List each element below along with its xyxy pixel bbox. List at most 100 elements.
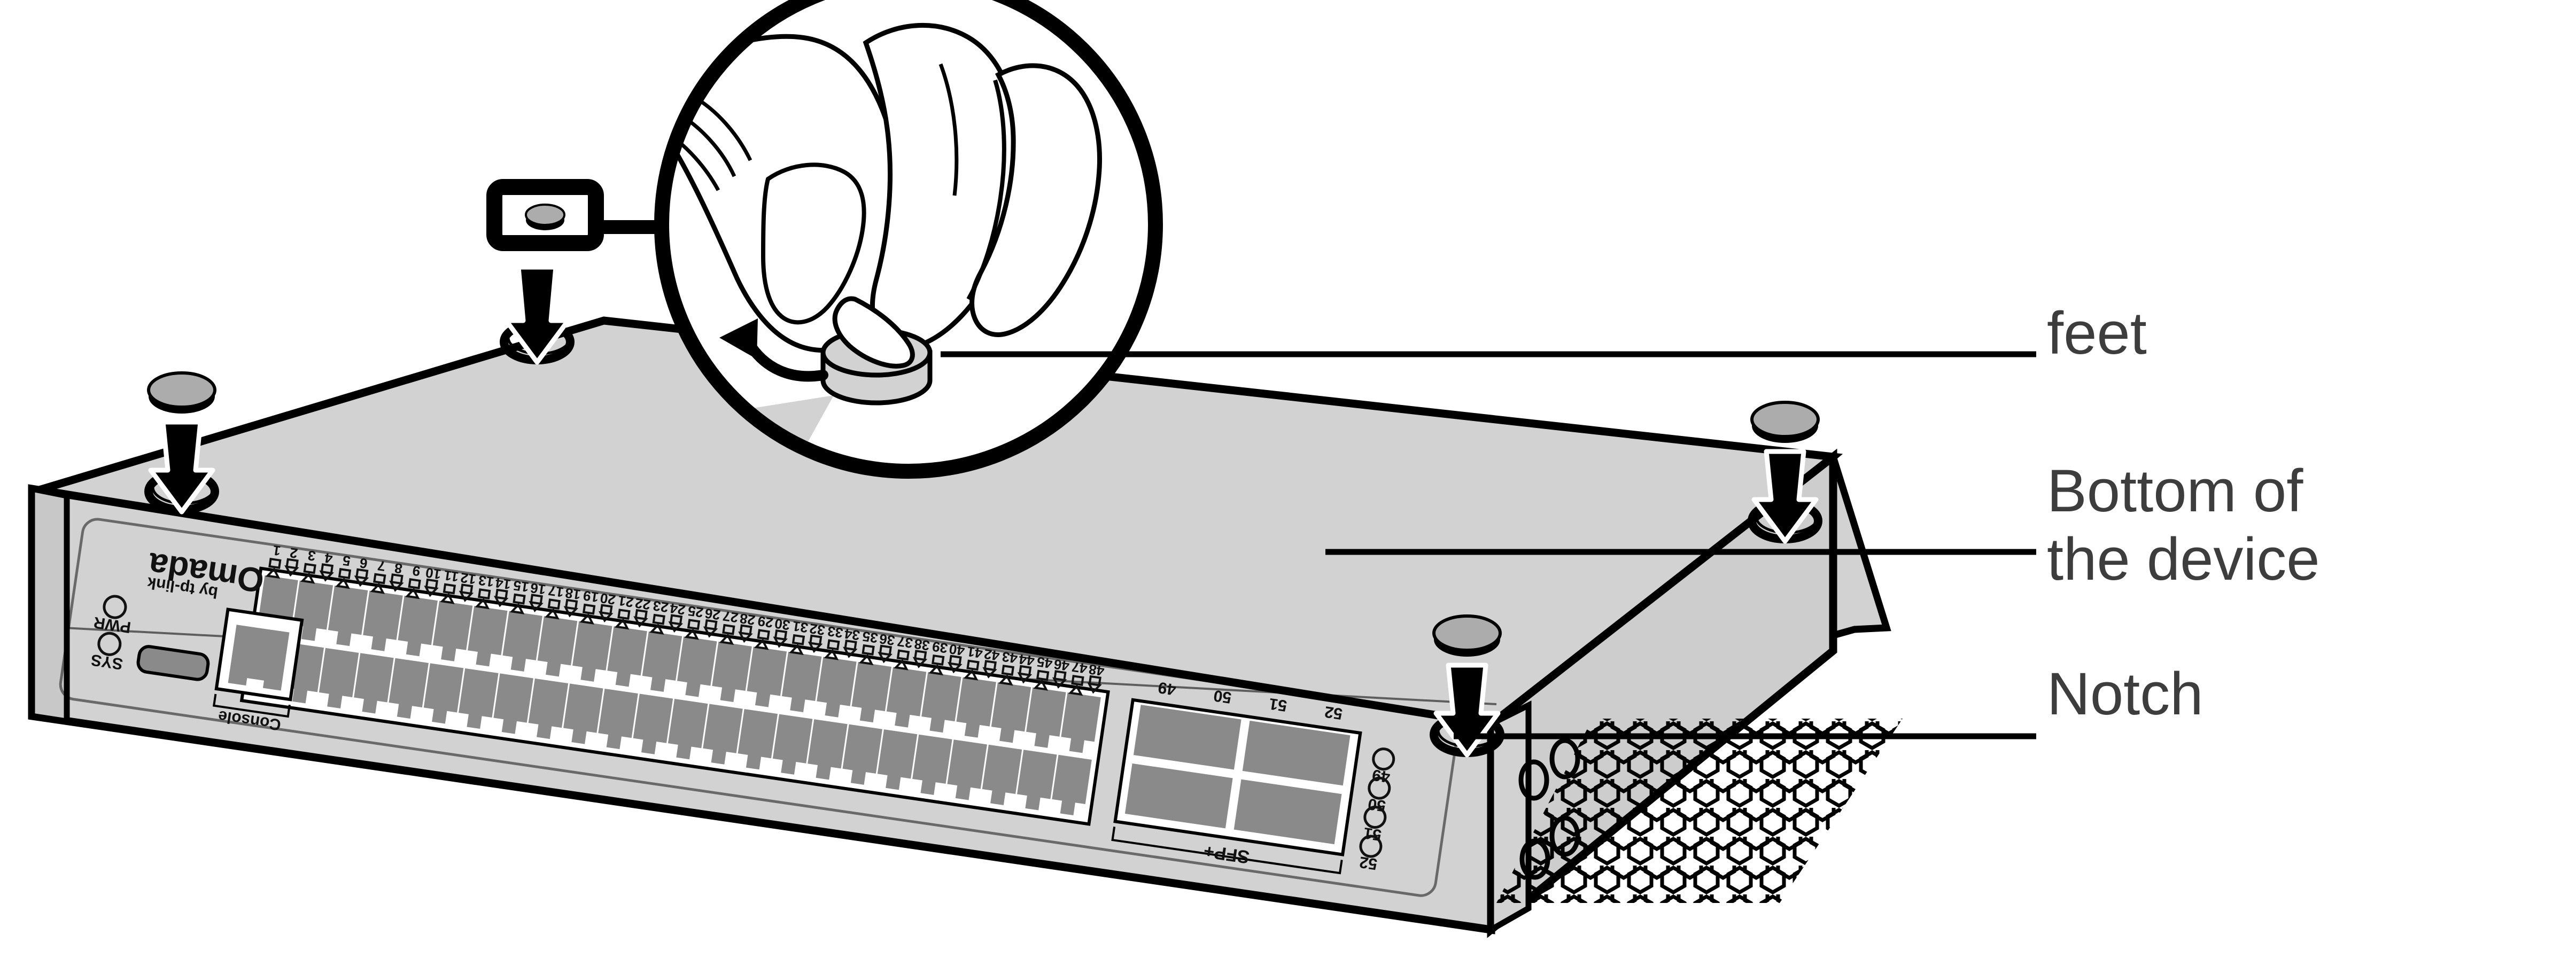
rj45-port-direction-icon <box>335 567 352 589</box>
rj45-port-direction-icon <box>773 629 788 648</box>
rj45-port-direction-icon <box>878 644 893 664</box>
rj45-port <box>991 682 1031 743</box>
rj45-port-direction-icon <box>1052 670 1067 689</box>
rj45-port-direction-icon <box>493 588 509 607</box>
rj45-port-direction-icon <box>424 578 439 597</box>
rj45-port-direction-icon <box>963 659 980 681</box>
rj45-port-number: 4 <box>323 550 333 567</box>
rj45-port <box>747 646 787 707</box>
rj45-port <box>1052 754 1092 816</box>
sfp-led-indicators: 52 51 50 49 <box>1358 747 1395 873</box>
rj45-port <box>468 606 508 667</box>
rj45-port <box>817 657 857 718</box>
rj45-port-direction-icon <box>738 624 753 643</box>
rj45-port-direction-icon <box>1017 665 1033 684</box>
rj45-port <box>703 704 743 765</box>
rj45-port-direction-icon <box>948 655 963 674</box>
rj45-port <box>319 648 359 708</box>
rj45-port <box>607 626 647 687</box>
rubber-foot-icon <box>525 204 565 230</box>
rj45-port-direction-icon <box>598 604 614 623</box>
rj45-port <box>398 596 438 657</box>
rj45-port-direction-icon <box>1087 675 1102 694</box>
rj45-port-direction-icon <box>300 563 316 584</box>
rj45-port <box>712 641 752 702</box>
rj45-port-number: 41 <box>966 643 984 661</box>
rj45-port-number: 27 <box>721 608 739 626</box>
rj45-port-number: 13 <box>477 572 495 590</box>
rj45-port <box>633 694 673 754</box>
foot-left <box>147 371 216 414</box>
rj45-port <box>293 580 333 641</box>
rj45-port-number: 31 <box>792 618 809 636</box>
rj45-port-direction-icon <box>668 614 684 633</box>
rj45-port-number: 19 <box>582 587 600 605</box>
rj45-port-number: 43 <box>1001 649 1019 667</box>
rj45-port-direction-icon <box>579 603 596 625</box>
rj45-port-direction-icon <box>703 619 718 638</box>
rj45-port-direction-icon <box>563 598 579 618</box>
rj45-port <box>842 724 882 785</box>
foot-bottom-mid <box>1432 614 1502 657</box>
index-finger-shape <box>863 22 1021 349</box>
rj45-port <box>677 636 717 697</box>
bottom-label-line1: Bottom of <box>2047 457 2303 524</box>
rj45-port-number: 23 <box>652 598 670 616</box>
rj45-port-direction-icon <box>894 649 910 671</box>
rj45-port-direction-icon <box>440 583 456 604</box>
rj45-port-number: 35 <box>862 628 879 646</box>
rj45-port-direction-icon <box>405 578 421 599</box>
second-finger-shape <box>969 63 1102 337</box>
rj45-port <box>528 678 569 739</box>
arrow-top-right <box>1751 449 1819 544</box>
rj45-port <box>328 585 368 646</box>
callout-label-feet: feet <box>2047 300 2147 367</box>
rj45-port <box>886 667 927 728</box>
rj45-port-number: 15 <box>513 577 530 595</box>
rj45-port-direction-icon <box>824 639 840 660</box>
console-port: Console <box>136 607 304 734</box>
rj45-port <box>956 677 996 738</box>
rj45-port <box>432 601 473 661</box>
rj45-port-bank: 4847464544434241403938373635343332313029… <box>239 542 1110 826</box>
svg-text:52: 52 <box>1358 853 1378 872</box>
svg-text:49: 49 <box>1157 679 1177 698</box>
rj45-port-direction-icon <box>912 650 928 668</box>
rj45-port <box>598 688 638 750</box>
rj45-port-direction-icon <box>754 629 770 650</box>
rj45-port-number: 6 <box>359 555 369 572</box>
panel-outline <box>59 518 1460 897</box>
rj45-port-number: 29 <box>757 613 774 631</box>
rj45-port <box>772 714 813 775</box>
rj45-port <box>738 709 778 770</box>
rj45-port-number: 33 <box>826 623 844 641</box>
rj45-port-number: 37 <box>896 633 914 651</box>
callout-label-notch: Notch <box>2047 660 2203 727</box>
rj45-port-direction-icon <box>545 598 561 620</box>
svg-text:50: 50 <box>1367 795 1387 815</box>
rj45-port-direction-icon <box>928 654 945 676</box>
rj45-port-direction-icon <box>808 634 823 653</box>
thumbnail-shape <box>761 162 866 325</box>
svg-text:51: 51 <box>1268 695 1288 714</box>
rj45-port <box>363 590 403 651</box>
rj45-port <box>921 672 961 733</box>
rj45-port <box>851 661 892 723</box>
rj45-port <box>1017 750 1057 811</box>
rj45-port <box>493 673 533 734</box>
foot-icon-callout-box <box>486 179 695 251</box>
rj45-port-direction-icon <box>1068 675 1084 696</box>
rj45-port <box>502 611 542 672</box>
rj45-port <box>912 734 952 795</box>
rj45-port-direction-icon <box>389 573 404 592</box>
rj45-port-direction-icon <box>459 583 474 602</box>
rj45-port-direction-icon <box>284 558 299 577</box>
rj45-port-direction-icon <box>998 664 1015 686</box>
side-oval-holes <box>1518 738 1580 880</box>
rj45-port-direction-icon <box>719 624 735 645</box>
rj45-port <box>389 658 429 719</box>
device-left-end-face <box>29 485 70 725</box>
rj45-port-direction-icon <box>370 573 386 594</box>
